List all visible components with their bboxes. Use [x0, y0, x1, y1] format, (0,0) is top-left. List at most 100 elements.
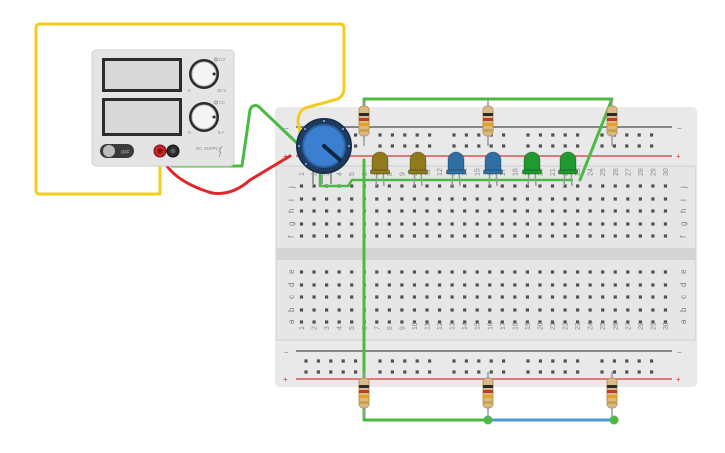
hole[interactable] — [475, 308, 479, 312]
hole[interactable] — [400, 209, 404, 213]
hole[interactable] — [400, 320, 404, 324]
hole[interactable] — [500, 295, 504, 299]
hole[interactable] — [525, 197, 529, 201]
resistor-4[interactable] — [358, 372, 370, 418]
hole[interactable] — [437, 184, 442, 188]
rail-hole[interactable] — [378, 370, 382, 374]
hole[interactable] — [463, 197, 467, 201]
hole[interactable] — [500, 270, 504, 274]
rail-hole[interactable] — [464, 359, 468, 363]
hole[interactable] — [626, 209, 630, 213]
hole[interactable] — [538, 320, 542, 324]
hole[interactable] — [601, 197, 605, 201]
green-wire-pot[interactable] — [318, 168, 342, 188]
hole[interactable] — [563, 308, 567, 312]
hole[interactable] — [538, 234, 542, 238]
hole[interactable] — [299, 283, 304, 287]
hole[interactable] — [437, 270, 442, 274]
hole[interactable] — [513, 234, 517, 238]
led-green[interactable] — [522, 151, 542, 187]
hole[interactable] — [588, 283, 592, 287]
hole[interactable] — [563, 184, 567, 188]
hole[interactable] — [425, 308, 429, 312]
rail-hole[interactable] — [576, 133, 580, 137]
hole[interactable] — [475, 295, 479, 299]
hole[interactable] — [375, 308, 379, 312]
hole[interactable] — [463, 184, 467, 188]
rail-hole[interactable] — [502, 144, 506, 148]
hole[interactable] — [450, 209, 454, 213]
rail-hole[interactable] — [477, 144, 481, 148]
hole[interactable] — [325, 270, 329, 274]
hole[interactable] — [663, 283, 668, 287]
hole[interactable] — [576, 270, 580, 274]
hole[interactable] — [387, 197, 391, 201]
hole[interactable] — [475, 209, 479, 213]
hole[interactable] — [563, 209, 567, 213]
hole[interactable] — [475, 270, 479, 274]
rail-hole[interactable] — [625, 359, 629, 363]
rail-hole[interactable] — [612, 144, 616, 148]
hole[interactable] — [663, 308, 668, 312]
hole[interactable] — [463, 222, 467, 226]
hole[interactable] — [387, 184, 391, 188]
rail-hole[interactable] — [390, 370, 394, 374]
hole[interactable] — [475, 184, 479, 188]
hole[interactable] — [538, 295, 542, 299]
hole[interactable] — [576, 308, 580, 312]
hole[interactable] — [412, 209, 417, 213]
hole[interactable] — [651, 209, 655, 213]
rail-hole[interactable] — [477, 359, 481, 363]
rail-hole[interactable] — [551, 370, 555, 374]
hole[interactable] — [425, 295, 429, 299]
hole[interactable] — [588, 308, 592, 312]
hole[interactable] — [337, 197, 341, 201]
hole[interactable] — [638, 295, 642, 299]
hole[interactable] — [576, 283, 580, 287]
rail-hole[interactable] — [538, 359, 542, 363]
hole[interactable] — [412, 270, 417, 274]
hole[interactable] — [576, 234, 580, 238]
rail-hole[interactable] — [378, 133, 382, 137]
hole[interactable] — [576, 184, 580, 188]
hole[interactable] — [425, 283, 429, 287]
hole[interactable] — [312, 270, 316, 274]
hole[interactable] — [576, 320, 580, 324]
hole[interactable] — [299, 270, 304, 274]
hole[interactable] — [525, 222, 529, 226]
rail-hole[interactable] — [502, 359, 506, 363]
rail-hole[interactable] — [563, 133, 567, 137]
hole[interactable] — [425, 320, 429, 324]
hole[interactable] — [663, 270, 668, 274]
rail-hole[interactable] — [428, 133, 432, 137]
hole[interactable] — [400, 222, 404, 226]
hole[interactable] — [325, 308, 329, 312]
hole[interactable] — [400, 184, 404, 188]
rail-hole[interactable] — [390, 133, 394, 137]
hole[interactable] — [538, 222, 542, 226]
rail-hole[interactable] — [452, 144, 456, 148]
hole[interactable] — [312, 197, 316, 201]
rail-hole[interactable] — [428, 144, 432, 148]
hole[interactable] — [500, 234, 504, 238]
rail-hole[interactable] — [489, 370, 493, 374]
hole[interactable] — [375, 320, 379, 324]
hole[interactable] — [513, 295, 517, 299]
hole[interactable] — [337, 283, 341, 287]
hole[interactable] — [651, 197, 655, 201]
rail-hole[interactable] — [625, 370, 629, 374]
hole[interactable] — [488, 295, 492, 299]
led-green[interactable] — [558, 151, 578, 187]
hole[interactable] — [375, 283, 379, 287]
hole[interactable] — [588, 222, 592, 226]
hole[interactable] — [601, 209, 605, 213]
rail-hole[interactable] — [354, 370, 358, 374]
hole[interactable] — [463, 209, 467, 213]
hole[interactable] — [563, 270, 567, 274]
resistor-6[interactable] — [606, 372, 618, 418]
rail-hole[interactable] — [650, 359, 654, 363]
hole[interactable] — [638, 234, 642, 238]
hole[interactable] — [538, 209, 542, 213]
hole[interactable] — [475, 320, 479, 324]
hole[interactable] — [425, 209, 429, 213]
